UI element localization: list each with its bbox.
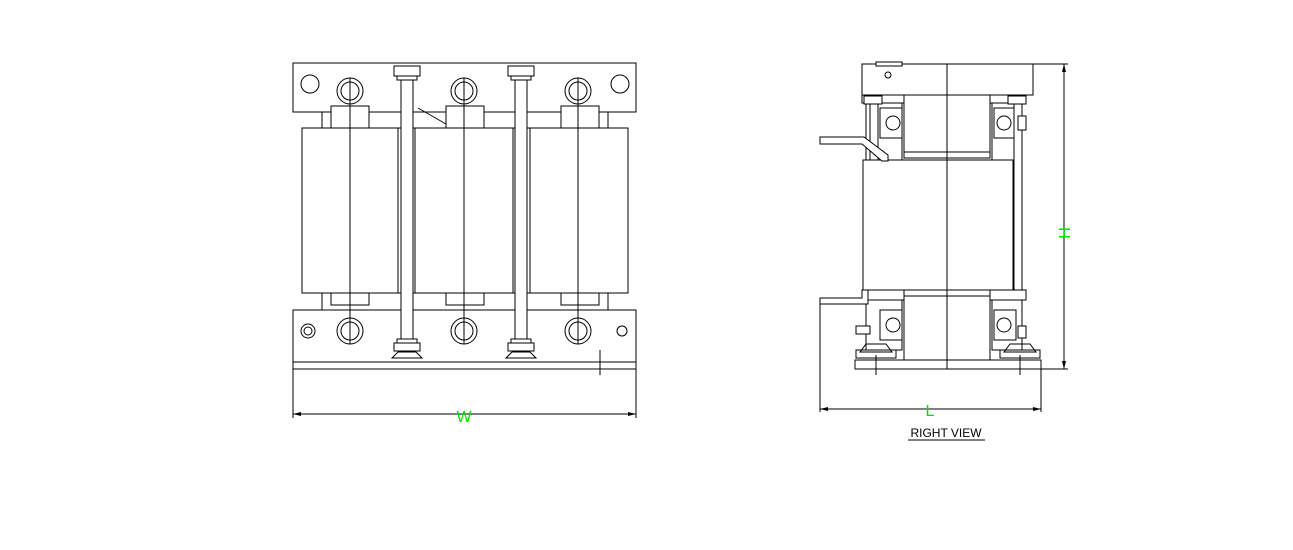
coil-1 (301, 77, 399, 345)
width-label: W (456, 409, 472, 426)
mount-hole (300, 323, 316, 339)
mount-hole (300, 74, 320, 94)
height-dimension: H (1033, 63, 1074, 370)
base-plate (292, 361, 637, 370)
width-dimension: W (292, 369, 637, 426)
side-base-plate (854, 359, 1042, 370)
coil-3 (529, 77, 629, 345)
front-view: W (292, 62, 637, 426)
tie-rod-left (390, 65, 424, 359)
height-label: H (1057, 227, 1074, 239)
terminal-lead-top (819, 136, 889, 162)
mount-hole (616, 325, 628, 337)
length-label: L (926, 403, 935, 420)
right-view: H L RIGHT VIEW (819, 61, 1074, 441)
terminal-lead-bottom (819, 289, 869, 305)
mount-hole (610, 74, 630, 94)
tie-rod-right (504, 65, 538, 359)
right-view-caption: RIGHT VIEW (910, 426, 982, 440)
length-dimension: L (819, 304, 1042, 420)
coil-side (862, 159, 1014, 291)
coil-2 (414, 77, 514, 345)
